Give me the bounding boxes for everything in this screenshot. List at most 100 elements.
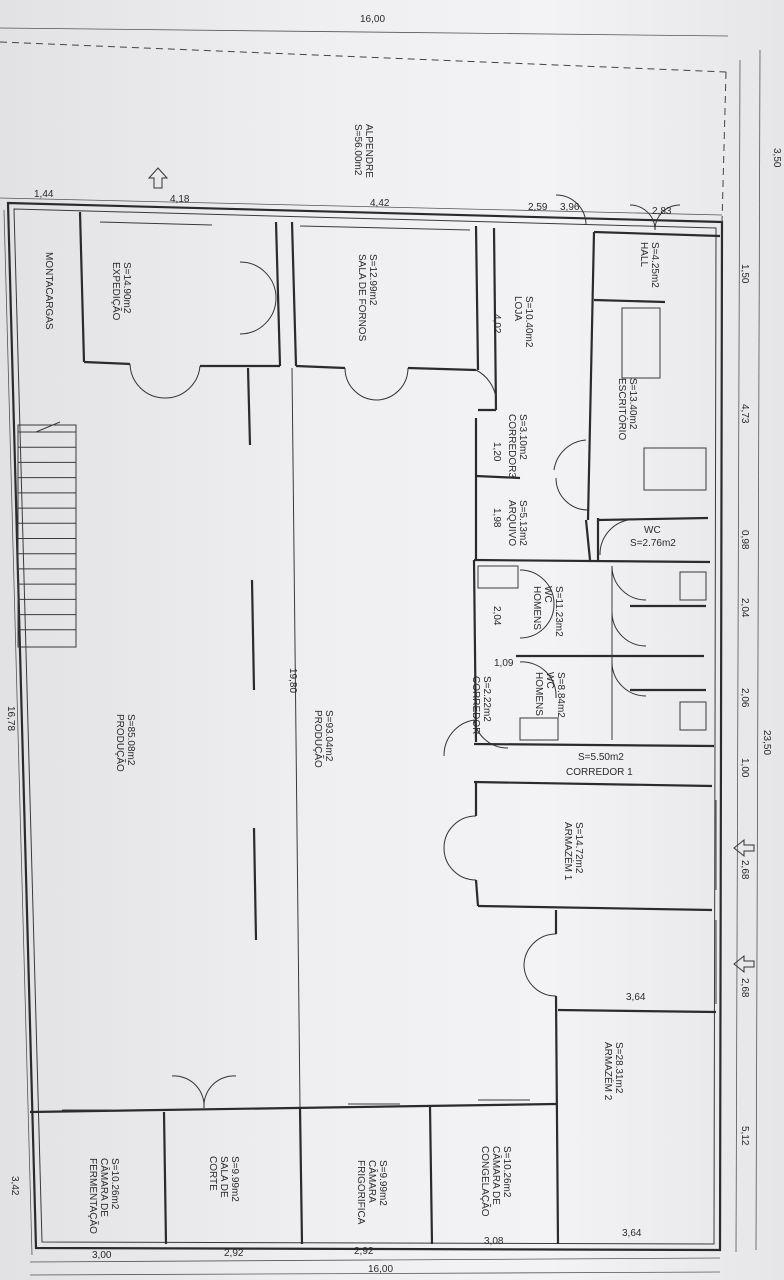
label-corredor3: S=3.10m2 CORREDOR3 — [506, 414, 528, 478]
wall-chamber-3 — [428, 1105, 434, 1245]
wall-hall-top — [593, 230, 721, 238]
svg-text:1,20: 1,20 — [491, 442, 502, 462]
label-expedicao: S=14.90m2 EXPEDIÇÃO — [110, 262, 132, 321]
dim-19-80: 19,80 — [287, 668, 298, 693]
dim-1-44: 1,44 — [34, 189, 54, 200]
svg-text:S=4.25m2: S=4.25m2 — [649, 242, 660, 288]
dim-2-06: 2,06 — [739, 688, 750, 708]
outer-wall — [6, 201, 724, 1252]
wc-fixture-1 — [679, 571, 707, 601]
stair-steps — [18, 431, 76, 631]
label-loja: S=10.40m2 LOJA — [512, 296, 534, 348]
svg-text:FERMENTAÇÃO: FERMENTAÇÃO — [87, 1158, 100, 1234]
svg-text:16,78: 16,78 — [5, 706, 16, 731]
door-wc-2 — [611, 611, 647, 647]
svg-text:2,68: 2,68 — [739, 860, 750, 880]
dim-5-12: 5,12 — [739, 1126, 750, 1146]
svg-text:5,12: 5,12 — [739, 1126, 750, 1146]
label-armazem1: S=14.72m2 ARMAZÉM 1 — [562, 822, 584, 881]
svg-text:CONGELAÇÃO: CONGELAÇÃO — [479, 1146, 492, 1217]
outer-wall-inner — [13, 208, 717, 1245]
door-wc-2-entry — [519, 661, 557, 699]
door-expedicao — [129, 363, 201, 399]
svg-text:2,68: 2,68 — [739, 978, 750, 998]
svg-text:CORREDOR 1: CORREDOR 1 — [566, 767, 633, 778]
svg-text:S=9.99m2: S=9.99m2 — [229, 1156, 240, 1202]
dim-2-04-i: 2,04 — [491, 606, 502, 626]
door-loja-int — [475, 369, 497, 411]
dim-bottom-total: 16,00 — [368, 1264, 393, 1275]
door-fornos — [344, 367, 409, 401]
door-arquivo — [555, 477, 589, 511]
label-corredor1: S=5.50m2 CORREDOR 1 — [566, 752, 633, 778]
svg-text:S=10.26m2: S=10.26m2 — [501, 1146, 512, 1198]
dim-line-bottom-2 — [29, 1271, 721, 1276]
dim-1-00: 1,00 — [739, 758, 750, 778]
door-wc-3 — [611, 661, 647, 697]
svg-text:23,50: 23,50 — [761, 730, 772, 755]
door-wc-1 — [611, 565, 647, 601]
wall-wc-left-col — [472, 559, 478, 743]
porch-edge — [721, 71, 727, 223]
svg-text:0,98: 0,98 — [739, 530, 750, 550]
dim-3-96: 3,96 — [560, 202, 580, 213]
svg-text:CORREDOR3: CORREDOR3 — [506, 414, 517, 478]
column-3 — [252, 827, 258, 941]
svg-text:S=13.40m2: S=13.40m2 — [627, 378, 638, 430]
wall-armazem2-left-b — [554, 995, 560, 1245]
wall-exp-right — [274, 221, 282, 367]
svg-text:S=10.40m2: S=10.40m2 — [523, 296, 534, 348]
label-corredor2: S=2.22m2 CORREDOR — [470, 676, 492, 734]
svg-text:CÂMARA DE: CÂMARA DE — [490, 1146, 503, 1205]
door-wc — [599, 519, 629, 556]
entry-arrow-icon — [147, 167, 169, 189]
dim-4-02: 4,02 — [491, 314, 502, 334]
svg-text:SALA DE: SALA DE — [218, 1156, 229, 1198]
porch-outline — [0, 41, 727, 73]
wall-chambers-top — [29, 1102, 557, 1114]
svg-text:S=28.31m2: S=28.31m2 — [613, 1042, 624, 1094]
stair-arrow — [35, 421, 61, 433]
wc-stair-2 — [519, 717, 559, 741]
svg-text:S=2.76m2: S=2.76m2 — [630, 538, 676, 549]
wall-fornos-bottom-a — [295, 364, 346, 370]
wall-chamber-1 — [162, 1111, 168, 1245]
label-sala-corte: S=9.99m2 SALA DE CORTE — [207, 1156, 240, 1202]
svg-text:HALL: HALL — [638, 242, 649, 267]
svg-text:4,02: 4,02 — [491, 314, 502, 334]
wall-armazem1-top — [473, 780, 713, 788]
door-wc-homens — [519, 569, 555, 639]
svg-text:S=93.04m2: S=93.04m2 — [323, 710, 334, 762]
label-wc-homens-2: S=8.84m2 WC HOMENS — [533, 672, 566, 718]
svg-text:WC: WC — [644, 525, 661, 536]
svg-text:S=14.72m2: S=14.72m2 — [573, 822, 584, 874]
svg-text:ARMAZÉM 2: ARMAZÉM 2 — [602, 1042, 615, 1101]
dim-3-08: 3,08 — [484, 1236, 504, 1247]
svg-text:S=5.13m2: S=5.13m2 — [517, 500, 528, 546]
svg-text:HOMENS: HOMENS — [531, 586, 542, 630]
svg-text:SALA DE FORNOS: SALA DE FORNOS — [356, 254, 367, 342]
label-camara-fermentacao: S=10.26m2 CÂMARA DE FERMENTAÇÃO — [87, 1158, 120, 1234]
svg-text:CORREDOR: CORREDOR — [470, 676, 481, 734]
label-producao-left: S=85.08m2 PRODUÇÃO — [114, 714, 136, 772]
dim-1-50: 1,50 — [739, 264, 750, 284]
svg-text:2,04: 2,04 — [739, 598, 750, 618]
dim-0-98: 0,98 — [739, 530, 750, 550]
dim-2-68-b: 2,68 — [739, 978, 750, 998]
svg-text:1,98: 1,98 — [491, 508, 502, 528]
svg-text:S=8.84m2: S=8.84m2 — [555, 672, 566, 718]
wall-hall-bottom — [593, 298, 666, 304]
dim-4-18: 4,18 — [170, 194, 190, 205]
svg-text:ARQUIVO: ARQUIVO — [506, 500, 517, 546]
dim-3-00: 3,00 — [92, 1250, 112, 1261]
label-montacargas: MONTACARGAS — [43, 252, 54, 330]
label-producao-right: S=93.04m2 PRODUÇÃO — [312, 710, 334, 768]
svg-text:2,06: 2,06 — [739, 688, 750, 708]
svg-text:S=85.08m2: S=85.08m2 — [125, 714, 136, 766]
label-sala-fornos: S=12.99m2 SALA DE FORNOS — [356, 254, 378, 342]
dim-line-bottom — [29, 1257, 721, 1263]
dim-line-top — [0, 27, 729, 37]
desk-1 — [621, 307, 661, 379]
dim-1-98: 1,98 — [491, 508, 502, 528]
